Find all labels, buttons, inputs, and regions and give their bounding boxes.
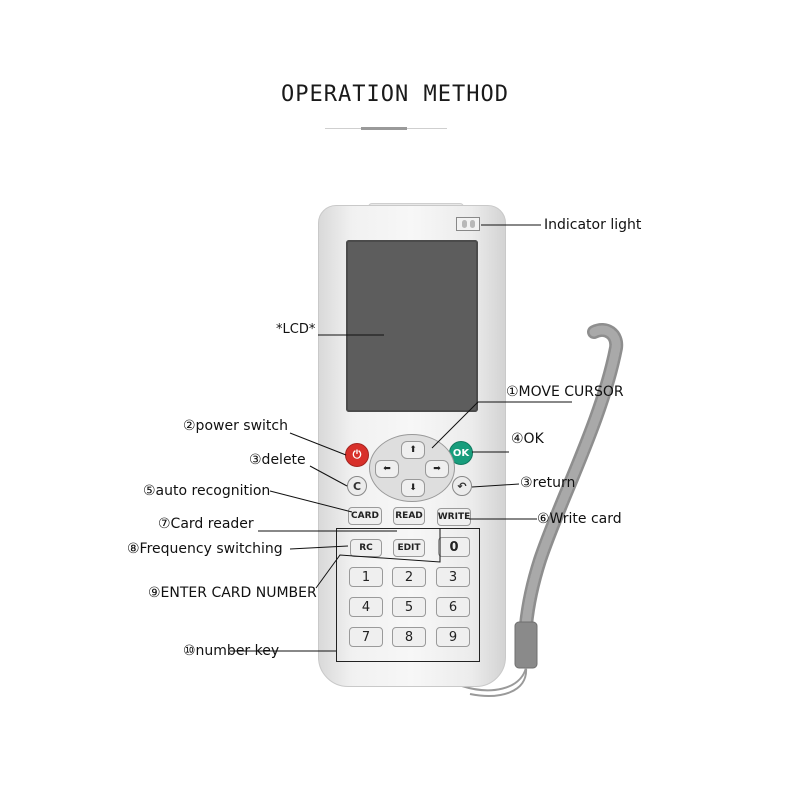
return-button[interactable]: ↶: [452, 476, 472, 496]
label-write-card: ⑥Write card: [537, 511, 622, 527]
label-enter-card-number: ⑨ENTER CARD NUMBER: [148, 585, 317, 601]
label-lcd: *LCD*: [276, 322, 316, 337]
cursor-pad: ⬆ ⬇ ⬅ ➡: [369, 434, 455, 502]
lcd-screen: [346, 240, 478, 412]
delete-button[interactable]: C: [347, 476, 367, 496]
arrow-left-icon: ⬅: [383, 464, 391, 474]
power-icon: ⏻: [352, 448, 362, 461]
label-delete: ③delete: [249, 452, 306, 468]
label-move-cursor: ①MOVE CURSOR: [506, 384, 624, 400]
power-button[interactable]: ⏻: [345, 443, 369, 467]
cursor-down-button[interactable]: ⬇: [401, 479, 425, 497]
indicator-light: [456, 217, 480, 231]
label-return: ③return: [520, 475, 576, 491]
arrow-up-icon: ⬆: [409, 445, 417, 455]
label-card-reader: ⑦Card reader: [158, 516, 254, 532]
cursor-left-button[interactable]: ⬅: [375, 460, 399, 478]
page-title: OPERATION METHOD: [281, 82, 509, 107]
title-divider-accent: [361, 127, 407, 130]
number-key-2[interactable]: 2: [392, 567, 426, 587]
indicator-led-icon: [469, 220, 475, 228]
number-key-8[interactable]: 8: [392, 627, 426, 647]
number-key-1[interactable]: 1: [349, 567, 383, 587]
label-ok: ④OK: [511, 431, 544, 447]
label-auto-recognition: ⑤auto recognition: [143, 483, 271, 499]
number-key-6[interactable]: 6: [436, 597, 470, 617]
cursor-right-button[interactable]: ➡: [425, 460, 449, 478]
read-button[interactable]: READ: [393, 507, 425, 525]
return-arrow-icon: ↶: [457, 479, 467, 493]
arrow-right-icon: ➡: [433, 464, 441, 474]
number-key-4[interactable]: 4: [349, 597, 383, 617]
number-key-5[interactable]: 5: [392, 597, 426, 617]
arrow-down-icon: ⬇: [409, 483, 417, 493]
label-number-key: ⑩number key: [183, 643, 280, 659]
indicator-led-icon: [461, 220, 467, 228]
label-frequency-switching: ⑧Frequency switching: [127, 541, 283, 557]
cursor-up-button[interactable]: ⬆: [401, 441, 425, 459]
number-key-3[interactable]: 3: [436, 567, 470, 587]
write-button[interactable]: WRITE: [437, 508, 471, 526]
number-key-7[interactable]: 7: [349, 627, 383, 647]
label-power-switch: ②power switch: [183, 418, 288, 434]
number-key-9[interactable]: 9: [436, 627, 470, 647]
number-key-0[interactable]: 0: [438, 537, 470, 557]
card-button[interactable]: CARD: [348, 507, 382, 525]
label-indicator-light: Indicator light: [544, 217, 642, 233]
